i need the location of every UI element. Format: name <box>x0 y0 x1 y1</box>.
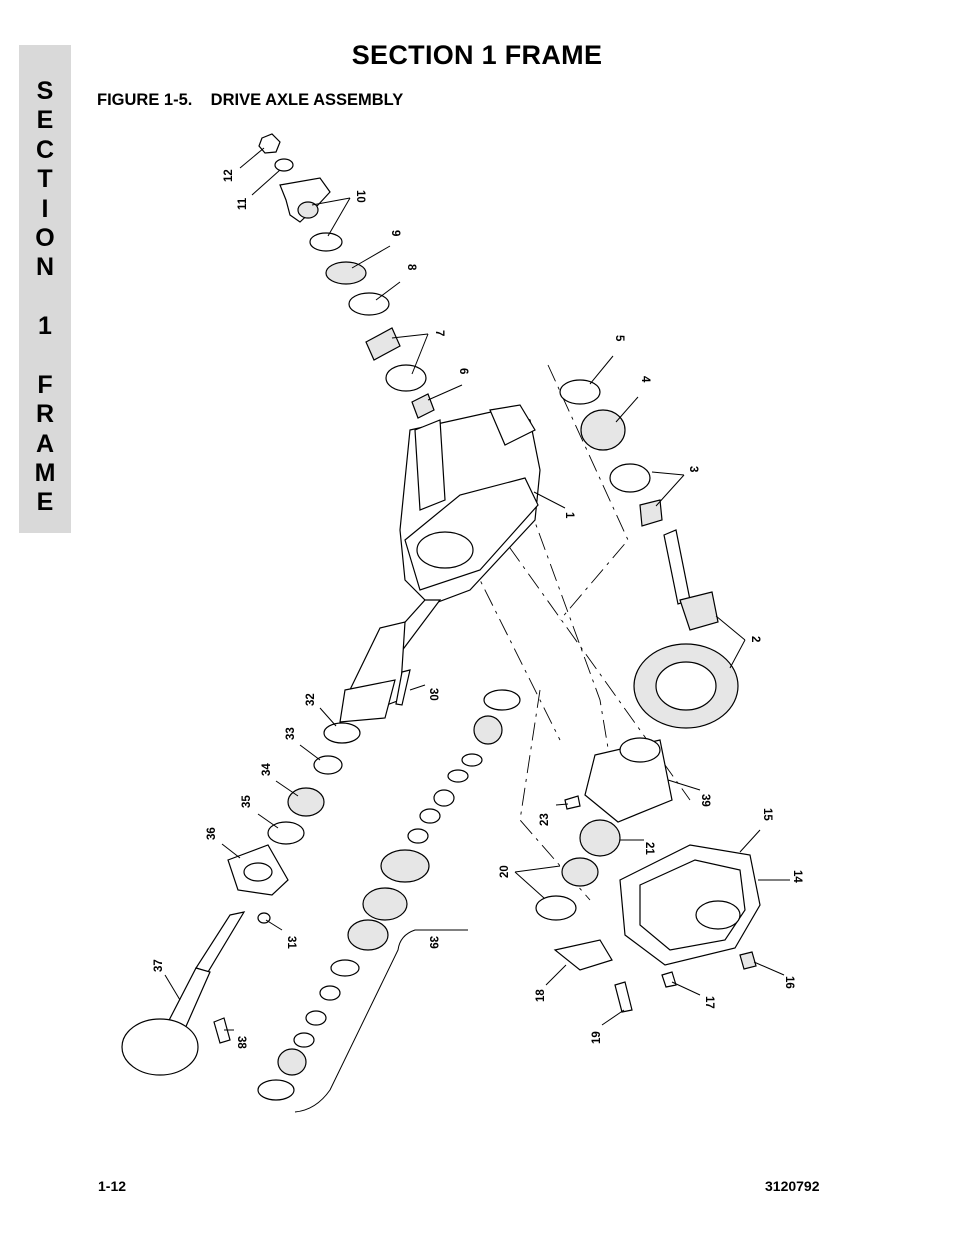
pinion-shaft-icon <box>663 529 691 605</box>
pinion-gear-icon <box>679 591 719 631</box>
bearing-cup-icon <box>535 895 577 921</box>
deflector-icon <box>325 261 367 285</box>
page-title: SECTION 1 FRAME <box>351 40 603 70</box>
page-number: 1-12 <box>98 1178 127 1194</box>
side-tab-letter: N <box>35 253 55 282</box>
document-number: 3120792 <box>765 1178 820 1194</box>
side-tab-letter: C <box>35 135 55 164</box>
flange-bolt-icon <box>213 1017 231 1044</box>
outer-cup-icon <box>609 463 651 493</box>
callout-37: 37 <box>153 959 165 972</box>
shim-icon <box>559 379 601 405</box>
bearing-cup-icon <box>385 364 427 392</box>
fill-plug-icon <box>739 951 757 970</box>
callout-34: 34 <box>261 763 273 776</box>
differential-internals <box>257 689 521 1113</box>
axle-housing <box>339 404 541 723</box>
side-tab-letter: M <box>34 459 56 488</box>
callout-19: 19 <box>591 1031 603 1044</box>
callout-39: 39 <box>427 936 439 949</box>
side-tab-letter: R <box>35 400 55 429</box>
callout-10: 10 <box>354 190 366 203</box>
side-tab-letter: E <box>36 106 54 135</box>
seal-icon <box>309 232 343 252</box>
spacer-icon <box>348 292 390 316</box>
callout-1: 1 <box>563 512 575 519</box>
leader-lines <box>164 147 790 1031</box>
callout-12: 12 <box>223 169 235 182</box>
callout-11: 11 <box>237 197 249 210</box>
figure-title: FIGURE 1-5. DRIVE AXLE ASSEMBLY <box>97 91 404 109</box>
callout-labels: 12 11 10 9 8 7 6 5 4 3 1 2 30 32 33 34 3… <box>153 169 803 1049</box>
side-tab-letter: S <box>36 77 54 105</box>
callout-16: 16 <box>783 976 795 989</box>
callout-3: 3 <box>687 466 699 472</box>
side-tab-letter: F <box>37 370 53 399</box>
callout-7: 7 <box>433 330 445 336</box>
callout-30: 30 <box>427 688 439 701</box>
cap-bolt-icon <box>614 981 633 1013</box>
side-tab-letter: 1 <box>38 312 52 341</box>
side-tab-letter: O <box>35 223 55 252</box>
pinion-bearing-icon <box>365 327 401 361</box>
section-side-tab: S E C T I O N 1 F R A M E <box>19 45 71 533</box>
callout-33: 33 <box>285 727 297 740</box>
callout-15: 15 <box>761 808 773 821</box>
callout-9: 9 <box>389 230 401 236</box>
callout-35: 35 <box>241 795 253 808</box>
side-tab-letters: S E C T I O N 1 F R A M E <box>19 77 71 518</box>
callout-39b: 39 <box>699 794 711 807</box>
bolt-icon <box>564 795 581 810</box>
pinion-parts <box>258 133 435 419</box>
collapsible-spacer-icon <box>411 393 435 419</box>
pinion-nut-icon <box>258 133 281 154</box>
side-tab-letter: A <box>35 429 55 458</box>
side-tab-letter: T <box>37 165 53 194</box>
callout-23: 23 <box>539 813 551 826</box>
bearing-cap-icon <box>553 939 613 971</box>
callout-21: 21 <box>643 842 655 855</box>
side-tab-letter: E <box>36 488 54 517</box>
callout-38: 38 <box>235 1036 247 1049</box>
axle-flange-icon <box>121 1018 199 1076</box>
callout-4: 4 <box>639 376 651 383</box>
callout-5: 5 <box>613 335 625 342</box>
callout-20: 20 <box>499 865 511 878</box>
callout-36: 36 <box>206 827 218 840</box>
inner-bearing-icon <box>639 499 663 527</box>
axle-shaft-parts <box>121 669 411 1076</box>
callout-31: 31 <box>285 936 297 949</box>
washer-icon <box>274 158 294 172</box>
stud-icon <box>395 669 411 706</box>
callout-6: 6 <box>457 368 469 374</box>
callout-32: 32 <box>305 693 317 706</box>
axle-shaft-icon <box>195 911 246 973</box>
callout-17: 17 <box>703 996 715 1009</box>
right-gear-parts <box>535 379 761 1013</box>
side-tab-letter: I <box>41 194 49 223</box>
cover-bolt-icon <box>661 971 677 988</box>
callout-18: 18 <box>535 989 547 1002</box>
callout-8: 8 <box>405 264 417 271</box>
spring-icon <box>580 409 626 451</box>
callout-2: 2 <box>749 636 761 642</box>
callout-14: 14 <box>791 870 803 883</box>
